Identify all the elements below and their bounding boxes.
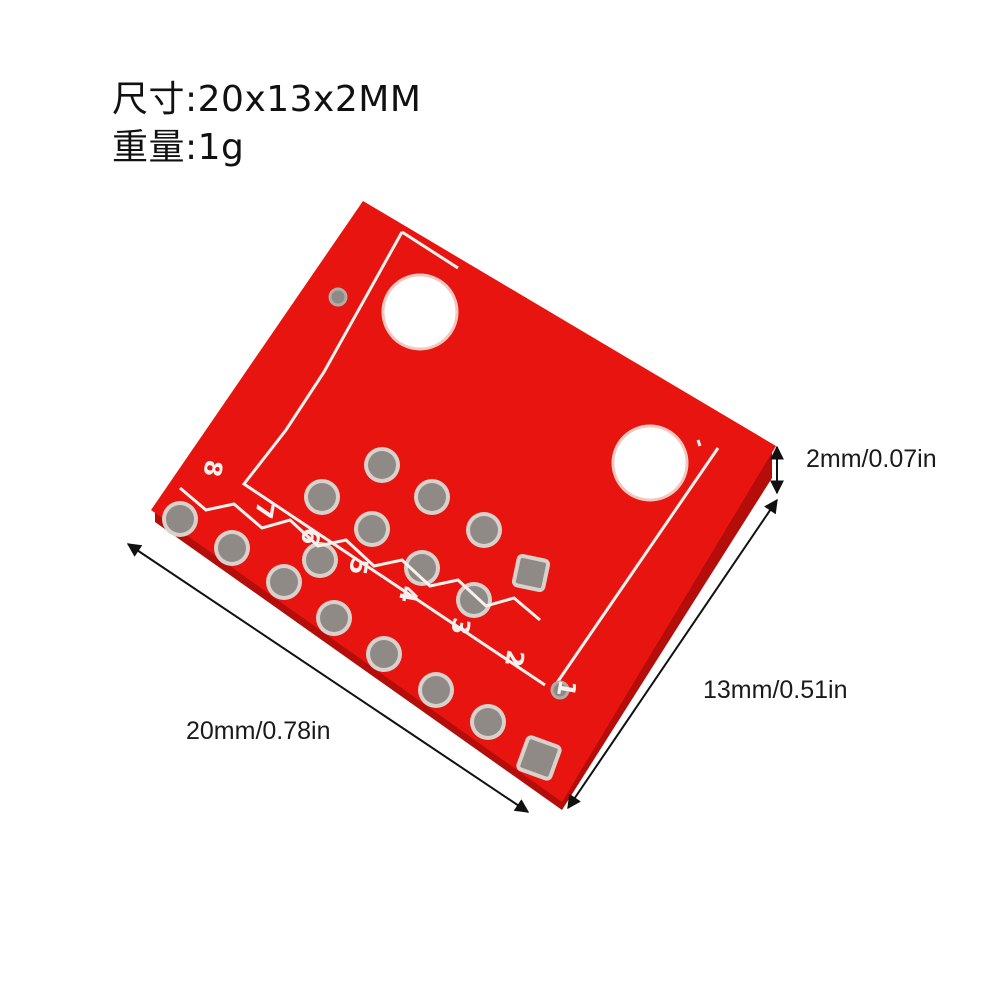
via-hole: [328, 287, 348, 307]
square-pad: [511, 553, 551, 593]
header-pad: [218, 534, 246, 562]
header-pad: [370, 640, 398, 668]
connector-pad: [358, 515, 386, 543]
pin-label-7: 7: [249, 500, 279, 521]
connector-pad: [306, 546, 334, 574]
height-dimension-label: 13mm/0.51in: [703, 676, 848, 704]
width-dimension-label: 20mm/0.78in: [186, 717, 331, 745]
thickness-dimension-label: 2mm/0.07in: [806, 445, 937, 473]
connector-pad: [418, 483, 446, 511]
mounting-hole: [611, 424, 689, 502]
connector-pad: [460, 586, 488, 614]
pin-label-6: 6: [295, 526, 325, 547]
header-pad: [474, 708, 502, 736]
weight-spec-text: 重量:1g: [112, 127, 245, 168]
header-pad: [166, 505, 194, 533]
size-spec-text: 尺寸:20x13x2MM: [112, 79, 422, 120]
header-pad: [422, 676, 450, 704]
connector-pad: [308, 483, 336, 511]
header-pad: [320, 604, 348, 632]
pin-label-8: 8: [197, 458, 227, 479]
connector-pad: [368, 451, 396, 479]
connector-pad: [470, 516, 498, 544]
height-dimension-arrow: [567, 498, 778, 810]
mounting-hole: [381, 273, 459, 351]
header-pad: [270, 568, 298, 596]
width-dimension-arrow: [126, 543, 530, 813]
